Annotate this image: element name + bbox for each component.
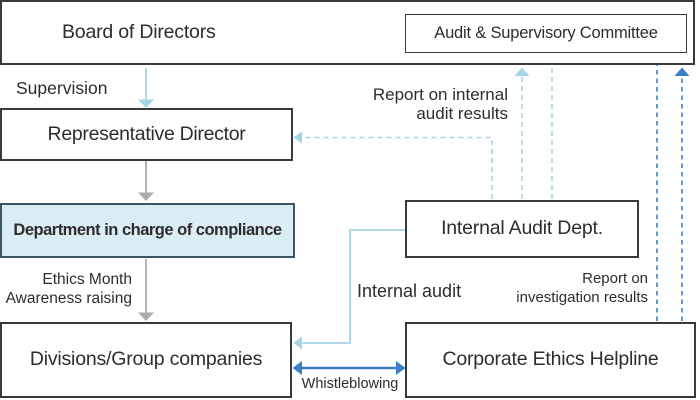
- report-investigation-results-label: Report on investigation results: [516, 270, 648, 306]
- internal-audit-label: Internal audit: [357, 281, 462, 301]
- compliance-department-label: Department in charge of compliance: [13, 221, 282, 240]
- representative-director-label: Representative Director: [47, 122, 246, 145]
- internal-audit-dept-label: Internal Audit Dept.: [441, 217, 603, 240]
- internal-audit-dept-box: Internal Audit Dept.: [405, 200, 639, 258]
- internal-audit-arrow: [293, 229, 405, 350]
- iad-to-board-arrow: [514, 67, 530, 199]
- report-internal-audit-label: Report on internal audit results: [372, 85, 508, 123]
- board-of-directors-label: Board of Directors: [62, 20, 216, 43]
- corporate-ethics-helpline-label: Corporate Ethics Helpline: [442, 348, 659, 371]
- audit-supervisory-committee-box: Audit & Supervisory Committee: [405, 14, 687, 53]
- whistleblowing-arrow: [292, 361, 406, 375]
- supervision-label: Supervision: [16, 78, 108, 98]
- representative-director-box: Representative Director: [0, 108, 293, 161]
- divisions-group-companies-label: Divisions/Group companies: [29, 348, 263, 371]
- supervision-arrow: [138, 68, 154, 108]
- rep-to-dept-arrow: [138, 161, 154, 201]
- dept-to-divisions-arrow: [138, 259, 154, 321]
- helpline-to-board-arrow: [674, 67, 690, 321]
- audit-supervisory-committee-label: Audit & Supervisory Committee: [434, 24, 658, 43]
- corporate-ethics-helpline-box: Corporate Ethics Helpline: [405, 322, 696, 398]
- helpline-to-committee-arrow: [649, 52, 665, 321]
- whistleblowing-label: Whistleblowing: [301, 376, 399, 392]
- compliance-department-box: Department in charge of compliance: [0, 203, 295, 258]
- divisions-group-companies-box: Divisions/Group companies: [0, 322, 292, 398]
- report-internal-audit-arrow: [293, 131, 493, 199]
- iad-to-committee-arrow: [544, 52, 560, 199]
- ethics-month-awareness-label: Ethics Month Awareness raising: [5, 271, 132, 307]
